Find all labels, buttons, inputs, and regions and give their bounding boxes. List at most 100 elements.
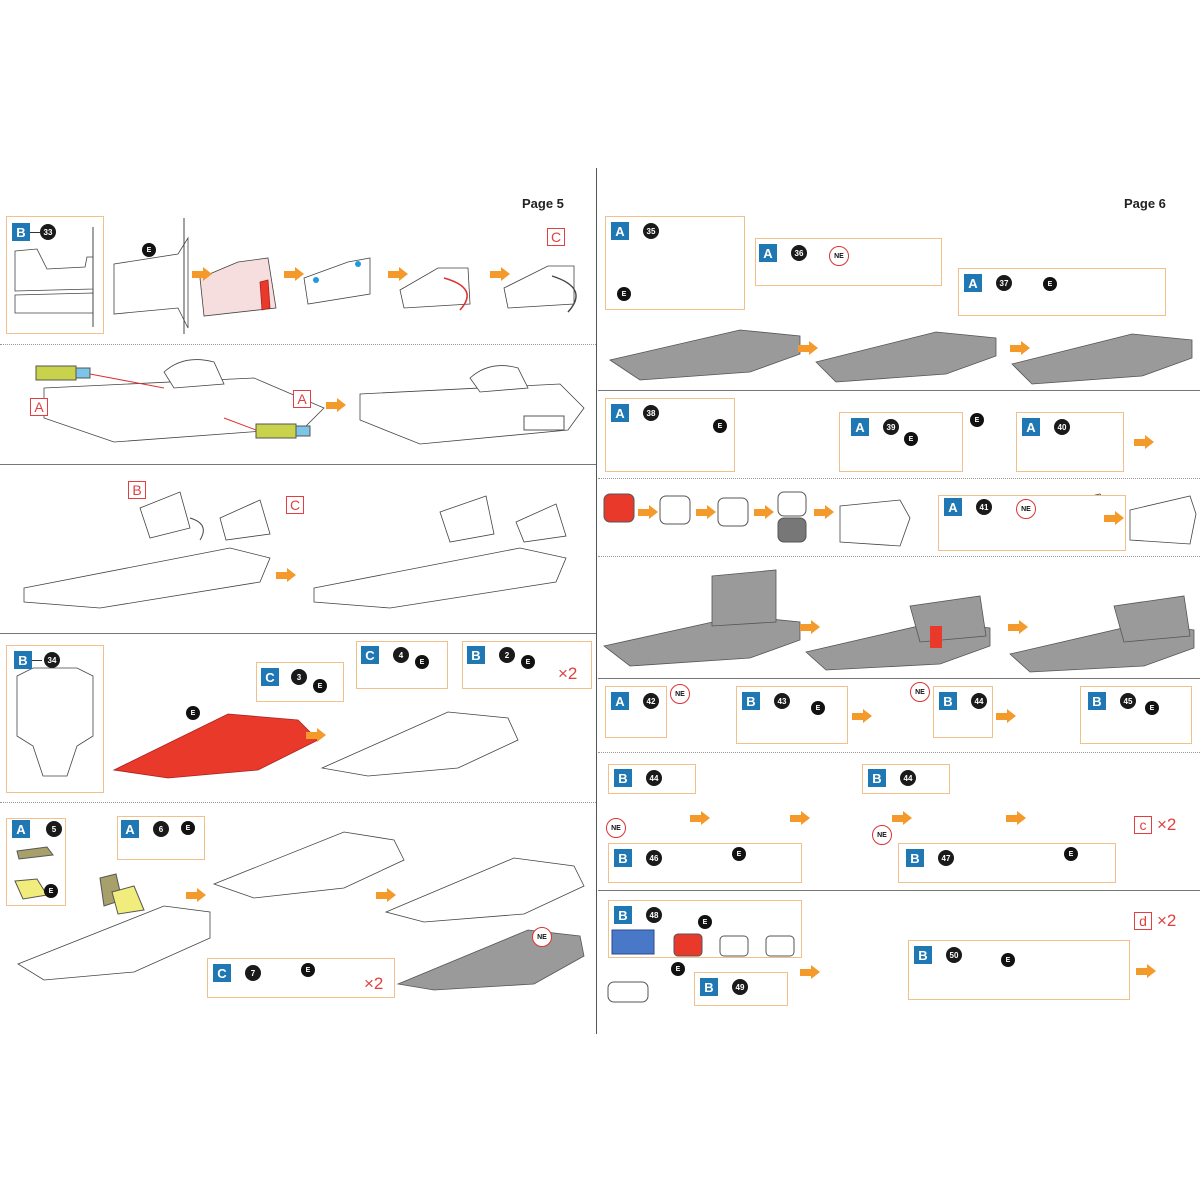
step-engines-assembly	[35, 359, 585, 445]
row-separator	[598, 556, 1200, 557]
e-badge: E	[904, 432, 918, 446]
sheet-badge: B	[467, 646, 485, 664]
part-number: 49	[732, 979, 748, 995]
sheet-badge: A	[944, 498, 962, 516]
callout-connector	[30, 232, 40, 233]
step-wings-assembly	[23, 491, 567, 609]
sheet-badge: C	[361, 646, 379, 664]
part-number: 40	[1054, 419, 1070, 435]
step-frame-assembly	[603, 569, 1195, 673]
part-number: 41	[976, 499, 992, 515]
sheet-badge: B	[614, 849, 632, 867]
e-badge: E	[1145, 701, 1159, 715]
sheet-badge: A	[12, 820, 30, 838]
e-badge: E	[1043, 277, 1057, 291]
sub-assembly-label: C	[547, 228, 565, 246]
sheet-badge: B	[868, 769, 886, 787]
part-callout-36	[755, 238, 942, 286]
part-48-illustration	[607, 929, 795, 1003]
sheet-badge: B	[742, 692, 760, 710]
row-separator	[598, 890, 1200, 891]
sheet-badge: B	[700, 978, 718, 996]
part-callout-50	[908, 940, 1130, 1000]
e-badge: E	[521, 655, 535, 669]
sheet-badge: A	[1022, 418, 1040, 436]
sheet-badge: A	[851, 418, 869, 436]
part-number: 37	[996, 275, 1012, 291]
sheet-badge: A	[611, 222, 629, 240]
part-number: 4	[393, 647, 409, 663]
sheet-badge: B	[12, 223, 30, 241]
sub-assembly-label: B	[128, 481, 146, 499]
part-number: 2	[499, 647, 515, 663]
sheet-badge: C	[261, 668, 279, 686]
e-badge: E	[970, 413, 984, 427]
part-number: 44	[900, 770, 916, 786]
part-number: 7	[245, 965, 261, 981]
part-number: 44	[646, 770, 662, 786]
sheet-badge: B	[914, 946, 932, 964]
row-separator	[598, 390, 1200, 391]
step-35-37-assembly	[609, 329, 1193, 385]
part-number: 39	[883, 419, 899, 435]
part-number: 33	[40, 224, 56, 240]
step-34-assembly	[112, 711, 519, 779]
part-number: 42	[643, 693, 659, 709]
part-number: 43	[774, 693, 790, 709]
sheet-badge: A	[964, 274, 982, 292]
e-badge: E	[415, 655, 429, 669]
row-separator	[598, 752, 1200, 753]
part-callout-37	[958, 268, 1166, 316]
part-callout-47	[898, 843, 1116, 883]
part-number: 36	[791, 245, 807, 261]
page-label-left: Page 5	[522, 196, 564, 211]
ne-badge: NE	[670, 684, 690, 704]
e-badge: E	[811, 701, 825, 715]
part-number: 5	[46, 821, 62, 837]
row-separator	[0, 633, 596, 634]
sheet-badge: A	[611, 404, 629, 422]
ne-badge: NE	[872, 825, 892, 845]
sheet-badge: C	[213, 964, 231, 982]
multiplier-label: ×2	[558, 664, 578, 683]
sheet-badge: B	[906, 849, 924, 867]
e-badge: E	[732, 847, 746, 861]
part-callout-34	[6, 645, 104, 793]
e-badge: E	[313, 679, 327, 693]
sheet-badge: A	[611, 692, 629, 710]
ne-badge: NE	[910, 682, 930, 702]
e-badge: E	[44, 884, 58, 898]
sub-callout-7	[207, 958, 395, 998]
row-separator	[0, 344, 596, 345]
e-badge: E	[617, 287, 631, 301]
e-badge: E	[671, 962, 685, 976]
part-33-illustration	[14, 227, 94, 327]
callout-connector	[32, 660, 42, 661]
sub-assembly-label: d	[1134, 912, 1152, 930]
part-number: 48	[646, 907, 662, 923]
sheet-badge: A	[121, 820, 139, 838]
e-badge: E	[1001, 953, 1015, 967]
multiplier-label: ×2	[1157, 911, 1177, 930]
row-separator	[598, 678, 1200, 679]
sheet-badge: B	[614, 769, 632, 787]
sub-assembly-label: A	[30, 398, 48, 416]
ne-badge: NE	[1016, 499, 1036, 519]
row-separator	[598, 478, 1200, 479]
sheet-badge: B	[14, 651, 32, 669]
step-33-assembly	[113, 218, 577, 334]
part-number: 3	[291, 669, 307, 685]
step-fins-assembly	[17, 831, 585, 991]
sheet-badge: A	[759, 244, 777, 262]
sub-assembly-label: C	[286, 496, 304, 514]
sub-assembly-label: A	[293, 390, 311, 408]
e-badge: E	[1064, 847, 1078, 861]
ne-badge: NE	[532, 927, 552, 947]
sheet-badge: B	[1088, 692, 1106, 710]
part-number: 6	[153, 821, 169, 837]
page-label-right: Page 6	[1124, 196, 1166, 211]
sub-assembly-label: c	[1134, 816, 1152, 834]
ne-badge: NE	[606, 818, 626, 838]
sheet-badge: B	[939, 692, 957, 710]
e-badge: E	[186, 706, 200, 720]
